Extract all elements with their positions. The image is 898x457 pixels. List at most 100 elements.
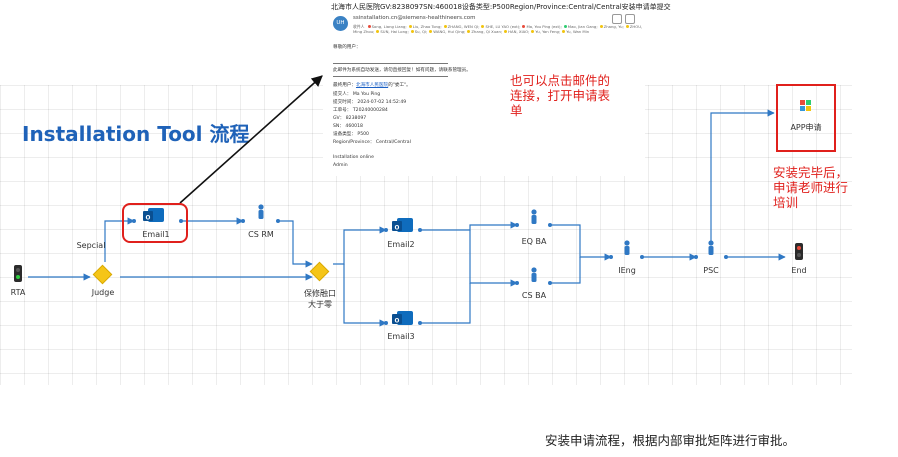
port-dot <box>548 223 552 227</box>
port-dot <box>609 255 613 259</box>
caption: 安装申请流程，根据内部审批矩阵进行审批。 <box>545 433 796 448</box>
presence-dot <box>410 30 414 33</box>
port-dot <box>179 219 183 223</box>
after-install-note: 安装完毕后，申请老师进行培训 <box>773 165 849 210</box>
email3-label[interactable]: Email3 <box>387 332 415 341</box>
rta-label: RTA <box>10 288 26 297</box>
port-dot <box>418 321 422 325</box>
email-field: 设备类型： P500 <box>333 132 369 137</box>
to-label: 收件人 <box>353 24 365 29</box>
reply-icon[interactable] <box>625 14 635 24</box>
email2-outlook-icon: o <box>392 218 413 232</box>
email-preview: 北海市人民医院GV:8238097SN:460018设备类型:P500Regio… <box>323 0 671 176</box>
form-link[interactable]: 北海市人民医院 <box>355 83 389 88</box>
recipient-name: ZHANG, WEN QI; <box>447 24 480 29</box>
email-field: SN： 460018 <box>333 124 363 129</box>
recipient-name: SHE, LU YAO (ext); <box>485 24 521 29</box>
email-field: 工单号： T20240000284 <box>333 108 388 113</box>
connector <box>710 109 775 243</box>
open-link-note: 也可以点击邮件的连接，打开申请表单 <box>510 73 611 118</box>
presence-dot <box>531 30 535 33</box>
connector <box>343 264 387 327</box>
psc-person-icon <box>708 240 714 255</box>
presence-dot <box>562 30 566 33</box>
recipient-name: Yu, Wan Min <box>566 29 590 34</box>
email-field: 提交时间： 2024-07-02 14:52:49 <box>333 100 407 105</box>
presence-dot <box>481 25 485 28</box>
rta-traffic-light-icon <box>14 265 22 282</box>
connector <box>469 230 518 287</box>
cs-ba-label: CS BA <box>521 291 547 300</box>
app-label[interactable]: APP申请 <box>790 123 822 132</box>
port-dot <box>384 321 388 325</box>
recipient-name: Zhang, Qi Xuan; <box>471 29 503 34</box>
email-action-icons[interactable] <box>610 14 635 26</box>
recipient-name: Mao, Jian Gang; <box>567 24 598 29</box>
end-user-suffix: 的"委工"。 <box>388 83 411 88</box>
email1-label[interactable]: Email1 <box>142 230 170 239</box>
svg-text:o: o <box>395 316 400 325</box>
cs-ba-person-icon <box>531 267 537 282</box>
connector <box>420 221 518 231</box>
email-from: ssinstallation.cn@siemens-healthineers.c… <box>353 15 476 21</box>
presence-dot <box>625 25 629 28</box>
email3-outlook-icon: o <box>392 311 413 325</box>
recipient-name: Yu, Yan Feng; <box>535 29 561 34</box>
sender-avatar: UH <box>333 16 348 31</box>
presence-dot <box>443 25 447 28</box>
email2-label[interactable]: Email2 <box>387 240 415 249</box>
connector <box>550 224 612 261</box>
port-dot <box>241 219 245 223</box>
recipient-name: Ma, You Ping (ext); <box>526 24 562 29</box>
port-dot <box>384 228 388 232</box>
port-dot <box>694 255 698 259</box>
email-divider <box>333 76 448 77</box>
eq-ba-person-icon <box>531 209 537 224</box>
presence-dot <box>376 30 380 33</box>
recipient-name: SUN, Hai Long; <box>380 29 409 34</box>
presence-dot <box>563 25 567 28</box>
app-module-icon <box>800 100 811 111</box>
connector <box>333 226 387 265</box>
recipient-name: Song, Liang Liang; <box>371 24 407 29</box>
port-dot <box>515 281 519 285</box>
email-recipients: 收件人 Song, Liang Liang; Liu, Zhao Tong; ZHA… <box>353 24 643 34</box>
ieng-label: IEng <box>618 266 636 275</box>
email-field: GV： 8238097 <box>333 116 367 121</box>
email-subject: 北海市人民医院GV:8238097SN:460018设备类型:P500Regio… <box>331 3 671 11</box>
app-highlight-box <box>776 84 836 152</box>
email-signature: Installation online <box>333 155 374 160</box>
recipient-name: Su, Qi; <box>414 29 428 34</box>
email1-outlook-icon: o <box>143 208 164 222</box>
judge-gateway-icon <box>92 264 113 285</box>
psc-label: PSC <box>703 266 719 275</box>
connector <box>550 257 581 284</box>
email-field: 提交人： Ma You Ping <box>333 92 381 97</box>
port-dot <box>640 255 644 259</box>
presence-dot <box>429 30 433 33</box>
email-greeting: 尊敬的用户： <box>333 45 361 50</box>
email-line1: 最终用户：北海市人民医院的"委工"。 <box>333 82 411 88</box>
email-signature: Admin <box>333 163 348 168</box>
port-dot <box>724 255 728 259</box>
port-dot <box>418 228 422 232</box>
port-dot <box>132 219 136 223</box>
email-notice: 此邮件为系统自动发送，请勿直接回复！如有问题，请联系管理员。 <box>333 68 471 73</box>
smiley-icon[interactable] <box>611 14 622 24</box>
recipient-name: WANG, Hui Qing; <box>433 29 466 34</box>
end-traffic-light-icon <box>795 243 803 260</box>
presence-dot <box>522 25 526 28</box>
email1-highlight-box <box>122 203 188 243</box>
judge-label: Judge <box>91 288 115 297</box>
recipient-name: ZHOU, Ming Zhou; <box>353 24 643 34</box>
presence-dot <box>599 25 603 28</box>
end-user-label: 最终用户： <box>333 83 356 88</box>
diagram-title: Installation Tool 流程 <box>22 122 250 146</box>
recipient-name: Liu, Zhao Tong; <box>412 24 442 29</box>
email-field: Region/Province： Central/Central <box>333 140 411 145</box>
connector <box>104 217 135 262</box>
svg-text:o: o <box>395 223 400 232</box>
port-dot <box>276 219 280 223</box>
presence-dot <box>504 30 508 33</box>
